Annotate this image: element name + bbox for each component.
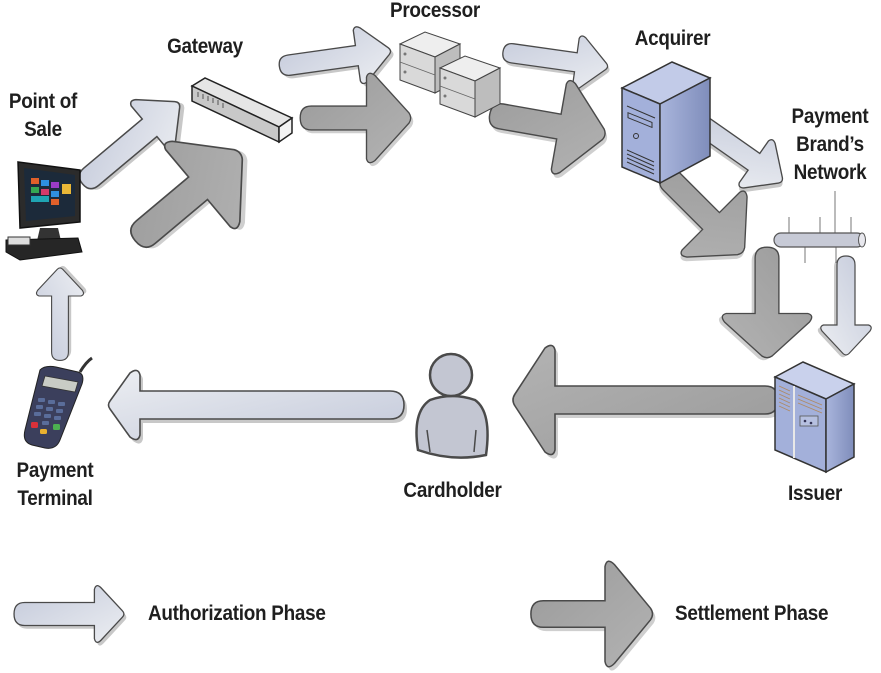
payment-terminal-icon: [23, 356, 93, 449]
network-label-line3: Network: [793, 161, 867, 184]
gateway-switch-icon: [190, 77, 294, 144]
settle-arrow-network-to-issuer: [718, 246, 813, 361]
settle-arrow-issuer-to-cardholder: [512, 344, 781, 459]
legend-settlement-arrow: [530, 560, 656, 671]
issuer-mainframe-icon: [773, 361, 856, 474]
network-label-line2: Brand’s: [796, 133, 864, 156]
settle-arrow-processor-to-acquirer: [480, 67, 616, 186]
legend-authorization-label: Authorization Phase: [148, 602, 326, 625]
terminal-label-line2: Terminal: [17, 487, 93, 510]
settle-arrow-gateway-to-processor: [299, 72, 414, 167]
legend-authorization-arrow: [13, 585, 127, 646]
payment-network-bus-icon: [773, 191, 866, 263]
network-label-line1: Payment: [791, 105, 869, 128]
auth-arrow-processor-to-acquirer: [498, 24, 614, 97]
network-label: Payment Brand’s Network: [785, 103, 875, 187]
processor-servers-icon: [398, 31, 502, 118]
pos-label-line1: Point of: [8, 90, 78, 113]
issuer-label: Issuer: [787, 482, 843, 505]
acquirer-label: Acquirer: [634, 27, 711, 50]
auth-arrow-cardholder-to-terminal: [107, 369, 407, 444]
processor-label: Processor: [389, 0, 481, 22]
terminal-label-line1: Payment: [16, 459, 94, 482]
pos-label: Point of Sale: [4, 88, 81, 144]
legend-settlement-label: Settlement Phase: [675, 602, 829, 625]
cardholder-label: Cardholder: [403, 479, 502, 502]
auth-arrow-network-to-issuer: [817, 255, 872, 358]
gateway-label: Gateway: [167, 35, 243, 58]
acquirer-server-icon: [620, 61, 712, 185]
terminal-label: Payment Terminal: [10, 457, 100, 513]
pos-label-line2: Sale: [24, 118, 62, 141]
point-of-sale-icon: [5, 161, 83, 261]
auth-arrow-terminal-to-pos: [35, 265, 87, 361]
cardholder-person-icon: [415, 352, 489, 459]
